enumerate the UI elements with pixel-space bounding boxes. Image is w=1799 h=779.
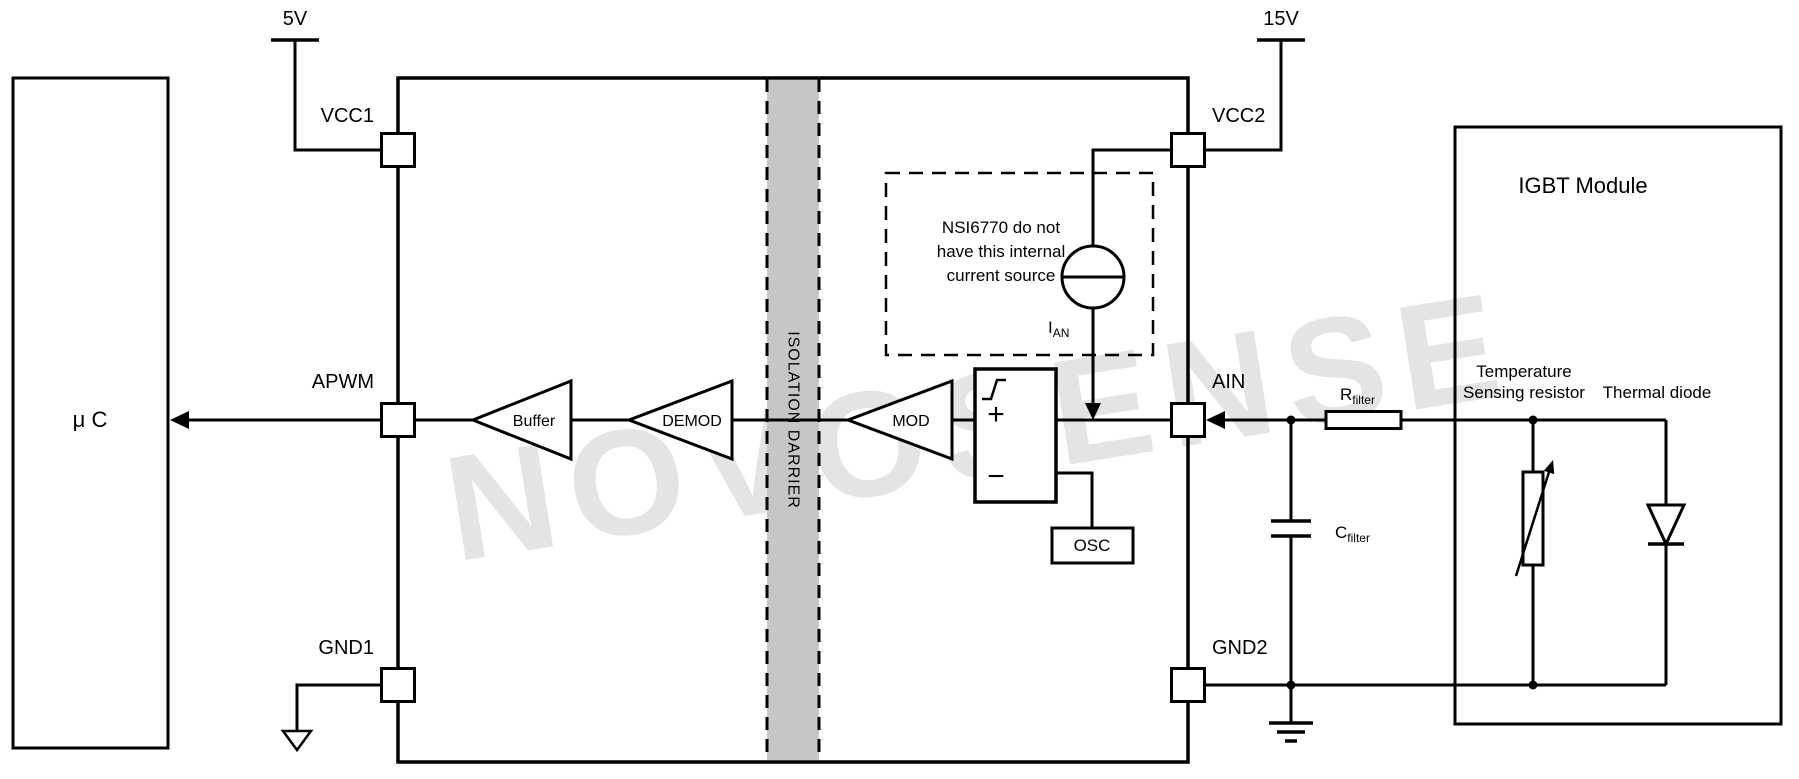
- mcu-block: μ C: [11, 76, 170, 750]
- wire-5v-to-vcc1: [293, 40, 381, 152]
- mod-triangle: [843, 378, 954, 462]
- wire-comparator-osc: [1056, 471, 1094, 528]
- thermistor-arrow-shaft: [1514, 471, 1551, 577]
- wire-15v-to-vcc2: [1205, 40, 1283, 152]
- igbt-module-title: IGBT Module: [1518, 173, 1647, 198]
- pin-gnd1: [380, 667, 416, 703]
- note-dashed-box: [884, 171, 1155, 357]
- diode-triangle-icon: [1645, 503, 1687, 548]
- mcu-label: μ C: [73, 407, 108, 432]
- comparator-box: [973, 367, 1058, 504]
- pin-ain: [1170, 402, 1206, 438]
- junction-thermistor-bottom: [1528, 680, 1538, 690]
- arrow-left-icon: [170, 411, 189, 429]
- mod-label: MOD: [892, 413, 929, 430]
- thermistor-label-line1: Temperature: [1476, 362, 1571, 381]
- pin-apwm: [380, 402, 416, 438]
- osc-box: [1050, 526, 1135, 565]
- buffer-block: Buffer: [468, 378, 573, 462]
- comparator-minus: −: [987, 460, 1005, 493]
- comparator-plus: +: [987, 398, 1005, 431]
- osc-label: OSC: [1074, 536, 1111, 555]
- rfilter-resistor: [1324, 410, 1403, 430]
- hysteresis-icon: [982, 378, 1006, 401]
- supply-5v: 5V: [271, 8, 381, 152]
- note-line3: current source: [947, 266, 1056, 285]
- gnd1-ground: [280, 683, 381, 753]
- demod-triangle: [624, 378, 734, 462]
- buffer-triangle: [468, 378, 573, 462]
- mod-block: MOD: [843, 378, 954, 462]
- demod-block: DEMOD: [624, 378, 734, 462]
- arrow-down-icon: [1085, 403, 1101, 420]
- supply-15v: 15V: [1205, 8, 1305, 152]
- note-line2: have this internal: [937, 242, 1066, 261]
- current-source-section: NSI6770 do not have this internal curren…: [884, 148, 1171, 420]
- apwm-output: [170, 411, 381, 429]
- junction-thermistor-top: [1528, 415, 1538, 425]
- junction-dots: [1286, 415, 1538, 690]
- wire-vcc2-current-source: [1091, 148, 1171, 246]
- current-source-label: IAN: [1048, 318, 1069, 340]
- pin-label-gnd2: GND2: [1212, 637, 1268, 659]
- mcu-box: [11, 76, 170, 750]
- pin-vcc2: [1170, 132, 1206, 168]
- osc-block: OSC: [1050, 471, 1135, 565]
- thermistor-label-line2: Sensing resistor: [1463, 383, 1585, 402]
- ic-pins: VCC1 APWM GND1 VCC2 AIN GND2: [312, 105, 1268, 703]
- pin-label-apwm: APWM: [312, 371, 374, 393]
- supply-15v-label: 15V: [1263, 8, 1299, 30]
- comparator-block: + −: [973, 367, 1058, 504]
- pin-vcc1: [380, 132, 416, 168]
- thermal-diode-label: Thermal diode: [1603, 383, 1712, 402]
- gnd2-network: [1205, 683, 1666, 743]
- igbt-module: IGBT Module Temperature Sensing resistor…: [1453, 125, 1783, 726]
- arrow-into-ain-icon: [1206, 411, 1225, 429]
- pin-gnd2: [1170, 667, 1206, 703]
- demod-label: DEMOD: [662, 413, 722, 430]
- pin-label-gnd1: GND1: [318, 637, 374, 659]
- igbt-module-box: [1453, 125, 1783, 726]
- wire-gnd1: [295, 683, 381, 731]
- buffer-label: Buffer: [513, 413, 556, 430]
- junction-cfilter-bottom: [1286, 680, 1296, 690]
- pin-label-vcc2: VCC2: [1212, 105, 1265, 127]
- junction-cfilter-top: [1286, 415, 1296, 425]
- pin-label-vcc1: VCC1: [321, 105, 374, 127]
- rfilter-label: Rfilter: [1340, 385, 1375, 407]
- thermistor-arrow-icon: [1543, 460, 1555, 475]
- note-line1: NSI6770 do not: [942, 218, 1060, 237]
- cfilter-label: Cfilter: [1335, 523, 1370, 545]
- ground-triangle-icon: [280, 729, 314, 753]
- supply-5v-label: 5V: [283, 8, 308, 30]
- pin-label-ain: AIN: [1212, 371, 1245, 393]
